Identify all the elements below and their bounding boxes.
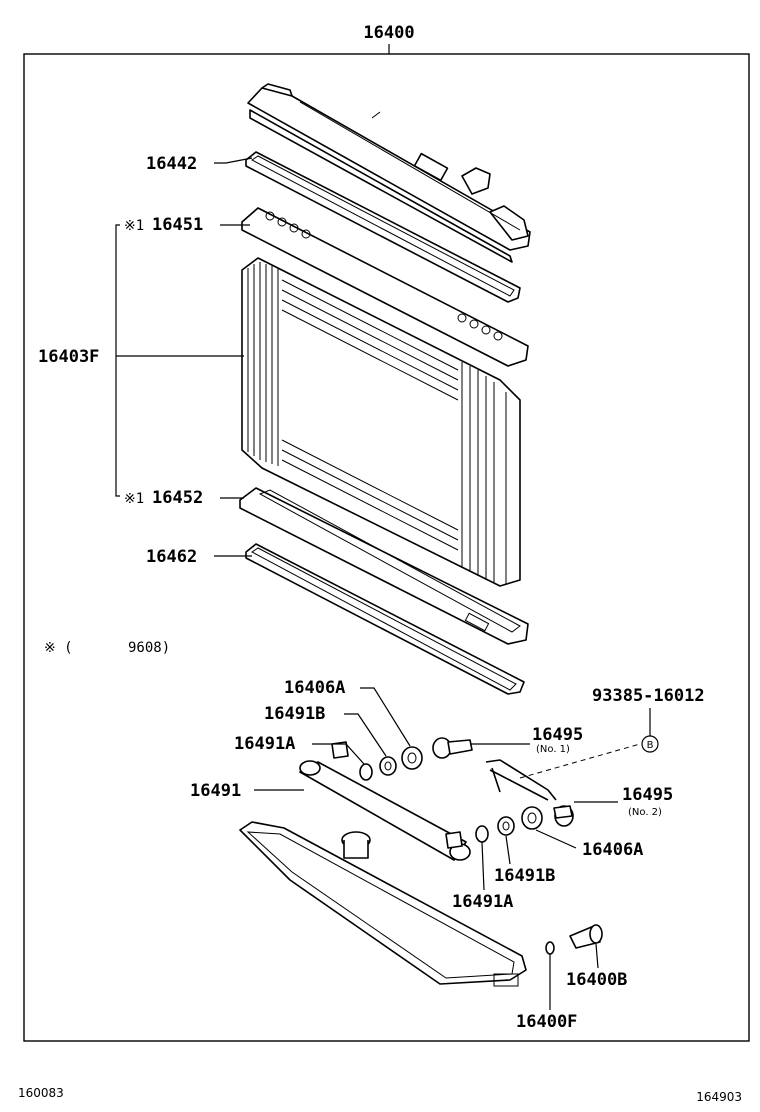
callout-16452: 16452 [152, 488, 203, 508]
note-mark: ※ ( [44, 640, 73, 656]
nut-16406a-bottom [521, 806, 543, 830]
callout-16491b-bottom: 16491B [494, 866, 555, 886]
diagram-frame [23, 53, 750, 1042]
callout-16491a-top: 16491A [234, 734, 295, 754]
callout-16451: 16451 [152, 215, 203, 235]
washer-16491b-top [379, 756, 397, 776]
callout-16491b-top: 16491B [264, 704, 325, 724]
callout-16400f: 16400F [516, 1012, 577, 1032]
callout-16442: 16442 [146, 154, 197, 174]
callout-16495-no1: 16495 [532, 725, 583, 745]
callout-16491: 16491 [190, 781, 241, 801]
washer-16491a-top [359, 763, 373, 781]
nut-16406a-top [401, 746, 423, 770]
header-plate-16452 [239, 487, 529, 645]
sublabel-no2: (No. 2) [628, 807, 662, 818]
elbow-16495-no1 [432, 737, 473, 759]
marker-16451: ※1 [124, 218, 144, 234]
svg-text:B: B [647, 740, 654, 751]
marker-16452: ※1 [124, 491, 144, 507]
oil-cooler-16491 [299, 741, 471, 861]
gasket-16400f [545, 941, 555, 955]
washer-16491a-bottom [475, 825, 489, 843]
callout-16406a-top: 16406A [284, 678, 345, 698]
lower-tank [239, 821, 527, 987]
gasket-16462 [245, 543, 525, 695]
note-text: 9608) [128, 640, 170, 656]
callout-16403f: 16403F [38, 347, 99, 367]
gasket-16442 [245, 151, 521, 303]
upper-tank [247, 83, 531, 263]
callout-16491a-bottom: 16491A [452, 892, 513, 912]
sublabel-no1: (No. 1) [536, 744, 570, 755]
callout-16495-no2: 16495 [622, 785, 673, 805]
assembly-number: 16400 [363, 23, 414, 43]
elbow-16495-no2 [553, 805, 574, 827]
pipe-93385-16012 [485, 759, 557, 801]
footer-left-code: 160083 [18, 1086, 64, 1100]
callout-16400b: 16400B [566, 970, 627, 990]
callout-16406a-right: 16406A [582, 840, 643, 860]
reference-b: B [641, 735, 659, 753]
callout-16462: 16462 [146, 547, 197, 567]
leader-lines [115, 157, 651, 1010]
radiator-core-16403f [241, 257, 521, 587]
washer-16491b-bottom [497, 816, 515, 836]
callout-93385-16012: 93385-16012 [592, 686, 705, 706]
drain-cock-16400b [569, 924, 603, 949]
footer-right-code: 164903 [696, 1090, 742, 1104]
header-plate-16451 [241, 207, 529, 367]
